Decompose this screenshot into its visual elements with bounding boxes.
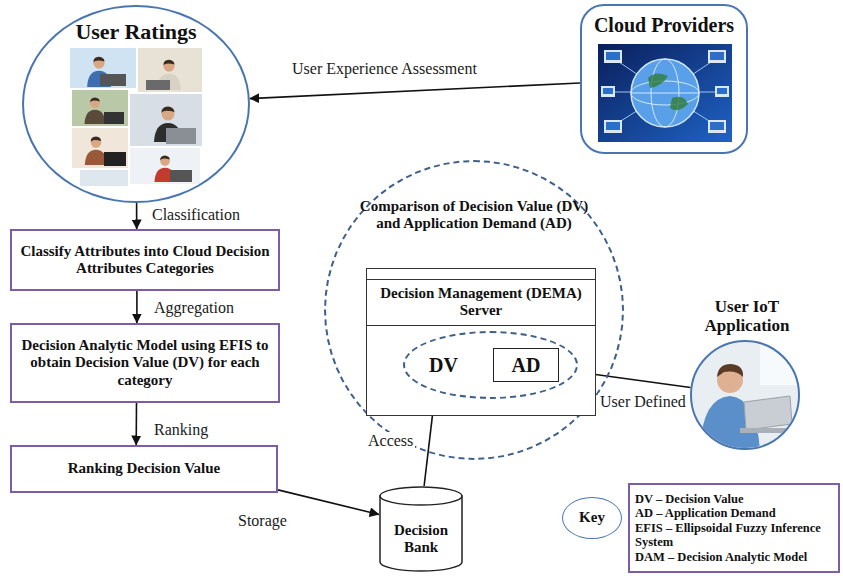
node-text: Key [579,509,605,526]
comparison-circle: Comparison of Decision Value (DV) and Ap… [324,160,624,460]
node-text: AD [512,354,541,377]
node-text: DAM – Decision Analytic Model [635,550,807,564]
node-text: Decision Bank [379,522,463,557]
node-text: DV – Decision Value [635,492,743,506]
node-text: Classify Attributes into Cloud Decision … [12,243,278,278]
node-text: Ranking Decision Value [68,460,221,477]
node-text: AD – Application Demand [635,506,776,520]
edge-label: User Experience Assessment [290,60,479,78]
connector-arrow [135,403,137,445]
app-circle: User IoT Application [690,340,800,450]
edge-label: User Defined [598,393,688,411]
node-text: User IoT Application [672,297,822,336]
node-text: Cloud Providers [582,14,746,37]
node-text: User Ratings [24,19,248,44]
ratings-circle: User Ratings [22,5,250,203]
decision-ellipse: DV AD [403,331,578,399]
connector-arrow [250,83,580,99]
edge-label: Access [366,432,415,450]
key-box: DV – Decision ValueAD – Application Dema… [628,483,840,573]
cylinder-body [380,496,462,571]
server-box: Decision Management (DEMA) ServerDV AD [366,268,596,416]
node-text: DV [429,354,458,377]
server-strip [367,279,595,280]
node-text: Decision Analytic Model using EFIS to ob… [12,337,278,389]
edge-label: Aggregation [152,299,236,317]
cloud-globe-picture [598,44,732,142]
node-text: Comparison of Decision Value (DV) and Ap… [349,198,599,233]
iot-user-picture [690,340,800,450]
key-ellipse: Key [562,497,622,539]
cylinder-lid [380,487,462,505]
demand-box: AD [493,348,559,382]
providers-panel: Cloud Providers [580,4,748,154]
edge-label: Storage [236,512,289,530]
connector-arrow [136,291,138,323]
database-cylinder: Decision Bank [379,486,463,572]
process-box: Classify Attributes into Cloud Decision … [10,229,280,291]
connector-arrow [278,490,379,515]
connector-arrow [136,203,138,229]
user-photo-collage [70,48,202,186]
process-box: Ranking Decision Value [10,445,278,493]
node-text: Decision Management (DEMA) Server [367,283,595,326]
edge-label: Ranking [152,421,210,439]
process-box: Decision Analytic Model using EFIS to ob… [10,323,280,403]
edge-label: Classification [150,206,242,224]
node-text: EFIS – Ellipsoidal Fuzzy Inference Syste… [635,521,834,550]
